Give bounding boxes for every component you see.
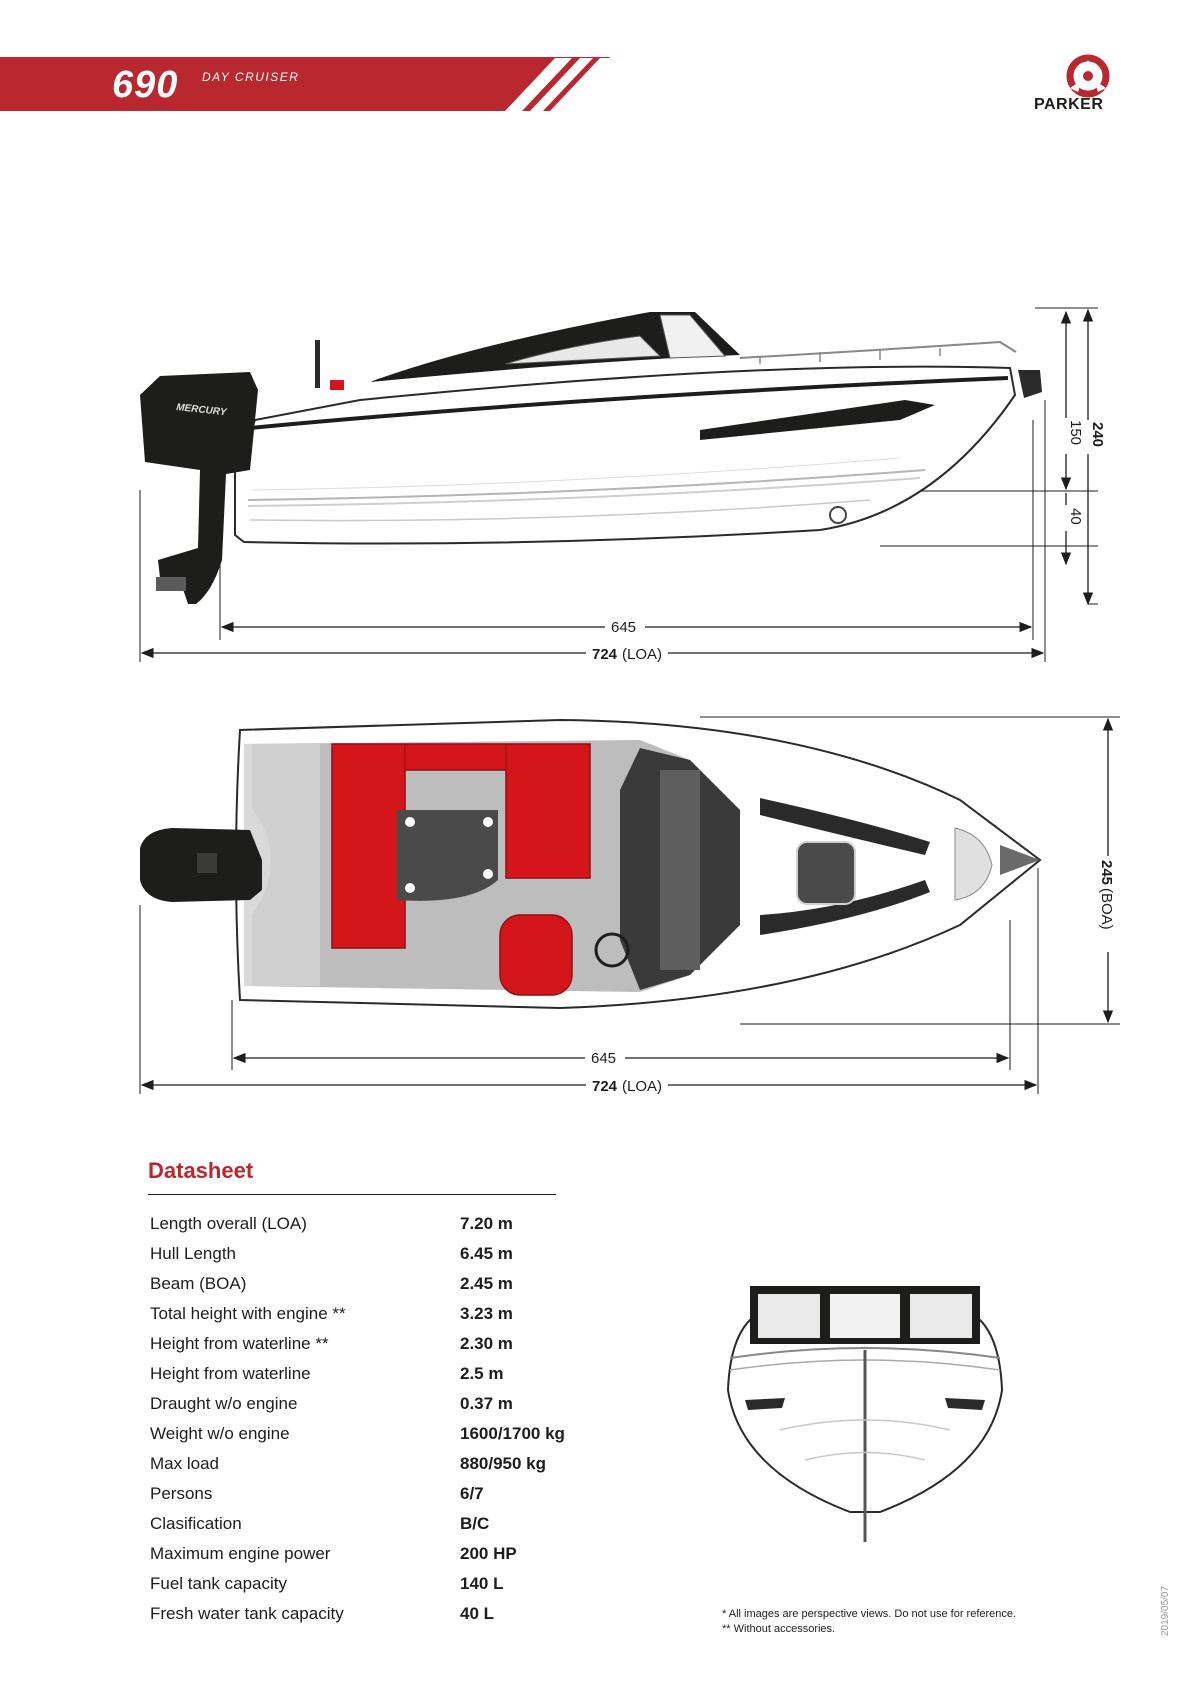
side-hull bbox=[234, 365, 1017, 545]
spec-row: Hull Length 6.45 m bbox=[150, 1239, 610, 1269]
side-loa-suffix: (LOA) bbox=[622, 646, 662, 663]
top-hull-length-label: 645 bbox=[591, 1050, 616, 1067]
spec-row: Height from waterline ** 2.30 m bbox=[150, 1329, 610, 1359]
side-loa-value: 724 bbox=[592, 646, 618, 663]
side-height-lower-label: 40 bbox=[1067, 508, 1084, 525]
spec-value: 140 L bbox=[460, 1574, 504, 1593]
spec-label: Fuel tank capacity bbox=[150, 1574, 288, 1593]
spec-label: Length overall (LOA) bbox=[150, 1214, 307, 1233]
top-loa-value: 724 bbox=[592, 1078, 618, 1095]
spec-row: Height from waterline 2.5 m bbox=[150, 1359, 610, 1389]
engine-brand-label: MERCURY bbox=[176, 402, 229, 418]
note-perspective: * All images are perspective views. Do n… bbox=[722, 1608, 1017, 1620]
spec-value: 0.37 m bbox=[460, 1394, 513, 1413]
side-hardtop bbox=[370, 312, 740, 382]
spec-label: Hull Length bbox=[150, 1244, 237, 1263]
brand-wordmark: PARKER bbox=[1034, 96, 1104, 113]
spec-value: 40 L bbox=[460, 1604, 495, 1623]
spec-label: Draught w/o engine bbox=[150, 1394, 298, 1413]
spec-value: 3.23 m bbox=[460, 1304, 513, 1323]
spec-label: Total height with engine ** bbox=[150, 1304, 346, 1323]
spec-row: Draught w/o engine 0.37 m bbox=[150, 1389, 610, 1419]
side-hull-length-label: 645 bbox=[611, 619, 636, 636]
datasheet-table: Length overall (LOA) 7.20 m Hull Length 6.… bbox=[150, 1209, 610, 1629]
boat-drawings: MERCURY 645 724 (LOA) 150 40 240 bbox=[139, 307, 1120, 1095]
spec-value: 2.45 m bbox=[460, 1274, 513, 1293]
top-helm-seat bbox=[499, 914, 573, 996]
datasheet-divider bbox=[148, 1194, 556, 1195]
spec-row: Total height with engine ** 3.23 m bbox=[150, 1299, 610, 1329]
spec-label: Beam (BOA) bbox=[150, 1274, 247, 1293]
spec-value: 6/7 bbox=[460, 1484, 484, 1503]
spec-row: Maximum engine power 200 HP bbox=[150, 1539, 610, 1569]
spec-row: Max load 880/950 kg bbox=[150, 1449, 610, 1479]
side-height-upper-label: 150 bbox=[1067, 420, 1084, 445]
spec-row: Weight w/o engine 1600/1700 kg bbox=[150, 1419, 610, 1449]
datasheet-title: Datasheet bbox=[148, 1158, 254, 1183]
spec-label: Weight w/o engine bbox=[150, 1424, 290, 1443]
model-name: DAY CRUISER bbox=[202, 70, 300, 84]
spec-label: Height from waterline bbox=[150, 1364, 311, 1383]
spec-value: 1600/1700 kg bbox=[460, 1424, 565, 1443]
side-height-total-label: 240 bbox=[1089, 422, 1106, 447]
top-loa-suffix: (LOA) bbox=[622, 1078, 662, 1095]
spec-label: Maximum engine power bbox=[150, 1544, 331, 1563]
model-number: 690 bbox=[112, 64, 179, 106]
spec-value: B/C bbox=[460, 1514, 490, 1533]
spec-row: Persons 6/7 bbox=[150, 1479, 610, 1509]
parker-logo-icon bbox=[1066, 54, 1110, 98]
spec-row: Clasification B/C bbox=[150, 1509, 610, 1539]
spec-label: Persons bbox=[150, 1484, 213, 1503]
spec-label: Max load bbox=[150, 1454, 219, 1473]
spec-value: 2.30 m bbox=[460, 1334, 513, 1353]
spec-value: 880/950 kg bbox=[460, 1454, 547, 1473]
top-beam-value: 245 bbox=[1098, 860, 1115, 885]
spec-value: 2.5 m bbox=[460, 1364, 504, 1383]
spec-value: 7.20 m bbox=[460, 1214, 513, 1233]
header-band bbox=[0, 57, 610, 111]
spec-row: Beam (BOA) 2.45 m bbox=[150, 1269, 610, 1299]
spec-value: 6.45 m bbox=[460, 1244, 513, 1263]
date-stamp: 2019/05/07 bbox=[1160, 1585, 1171, 1636]
front-view-drawing bbox=[726, 1286, 1004, 1542]
spec-row: Fresh water tank capacity 40 L bbox=[150, 1599, 610, 1629]
top-view-drawing: 645 724 (LOA) 245 (BOA) bbox=[139, 716, 1120, 1095]
spec-row: Length overall (LOA) 7.20 m bbox=[150, 1209, 610, 1239]
spec-value: 200 HP bbox=[460, 1544, 517, 1563]
note-accessories: ** Without accessories. bbox=[722, 1623, 836, 1635]
side-view-drawing: MERCURY 645 724 (LOA) 150 40 240 bbox=[139, 307, 1106, 663]
top-table bbox=[397, 810, 498, 901]
spec-label: Clasification bbox=[150, 1514, 242, 1533]
top-beam-suffix: (BOA) bbox=[1098, 888, 1115, 930]
spec-row: Fuel tank capacity 140 L bbox=[150, 1569, 610, 1599]
spec-label: Fresh water tank capacity bbox=[150, 1604, 344, 1623]
spec-label: Height from waterline ** bbox=[150, 1334, 329, 1353]
side-outboard bbox=[140, 372, 258, 604]
